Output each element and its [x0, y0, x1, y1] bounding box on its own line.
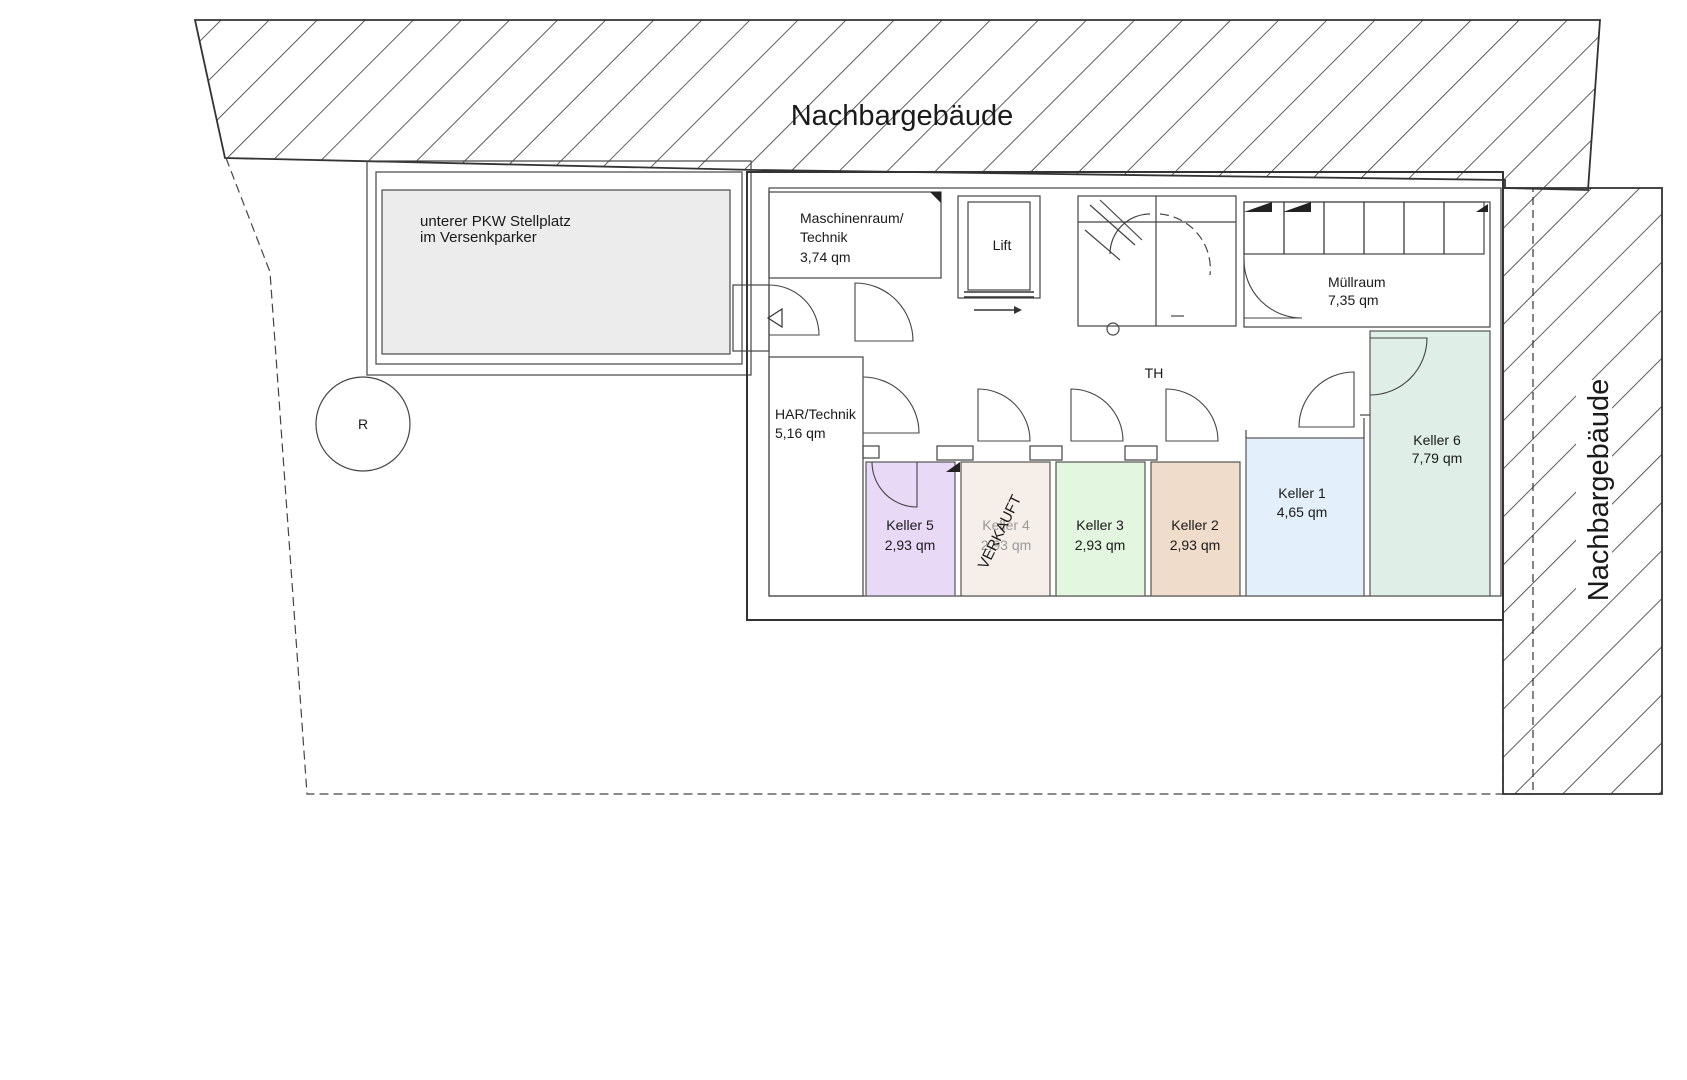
property-boundary: [225, 157, 1503, 795]
keller5-area: 2,93 qm: [885, 537, 936, 553]
lift-arrow-icon: [1014, 306, 1022, 314]
keller4-area: 2,93 qm: [981, 537, 1032, 553]
keller2-area: 2,93 qm: [1170, 537, 1221, 553]
room-keller4: [960, 461, 1051, 597]
keller4-name: Keller 4: [982, 517, 1030, 533]
maschinenraum-line1: Maschinenraum/: [800, 210, 904, 226]
parking-frame-inner: [375, 171, 743, 365]
keller1-name: Keller 1: [1278, 485, 1326, 501]
parking-frame-outer: [366, 160, 752, 376]
keller3-name: Keller 3: [1076, 517, 1124, 533]
neighbor-right-label-group: Nachbargebäude: [1576, 379, 1615, 602]
muellraum-area: 7,35 qm: [1328, 292, 1379, 308]
keller1-area: 4,65 qm: [1277, 504, 1328, 520]
meter-icon: [946, 462, 960, 472]
keller3-area: 2,93 qm: [1075, 537, 1126, 553]
r-marker-label: R: [358, 416, 368, 432]
building-outer-wall: [746, 171, 1504, 621]
room-har-technik: [768, 356, 864, 597]
staircase: [1077, 195, 1237, 327]
muellraum-name: Müllraum: [1328, 274, 1386, 290]
room-muellraum: [1243, 201, 1491, 328]
parking-space: [381, 189, 731, 355]
neighbor-right-label: Nachbargebäude: [1583, 379, 1615, 602]
keller6-area: 7,79 qm: [1412, 450, 1463, 466]
maschinenraum-line2: Technik: [800, 229, 848, 245]
meter-icon: [930, 192, 941, 203]
r-marker-circle: [315, 376, 411, 472]
neighbor-top-label: Nachbargebäude: [791, 100, 1014, 132]
waste-bins-group: [1243, 201, 1485, 255]
parking-label-line2: im Versenkparker: [420, 229, 537, 246]
lift-shaft: [957, 195, 1041, 299]
room-keller5: [865, 461, 956, 597]
har-name: HAR/Technik: [775, 406, 857, 422]
meter-icon: [1283, 202, 1311, 212]
meter-icon: [1476, 204, 1488, 212]
room-keller6: [1369, 330, 1491, 597]
stair-newel-icon: [1106, 322, 1120, 336]
maschinenraum-area: 3,74 qm: [800, 249, 851, 265]
room-keller3: [1055, 461, 1146, 597]
har-area: 5,16 qm: [775, 425, 826, 441]
keller6-name: Keller 6: [1413, 432, 1461, 448]
meter-icon: [1244, 202, 1272, 212]
keller2-name: Keller 2: [1171, 517, 1219, 533]
neighbor-building-top: [193, 19, 1601, 191]
room-maschinenraum: [768, 191, 942, 279]
keller5-name: Keller 5: [886, 517, 934, 533]
parking-label-line1: unterer PKW Stellplatz: [420, 213, 571, 230]
room-keller1: [1245, 437, 1365, 597]
lift-label: Lift: [993, 237, 1012, 253]
entry-arrow-icon: [766, 307, 783, 329]
room-keller2: [1150, 461, 1241, 597]
th-label: TH: [1145, 365, 1164, 381]
